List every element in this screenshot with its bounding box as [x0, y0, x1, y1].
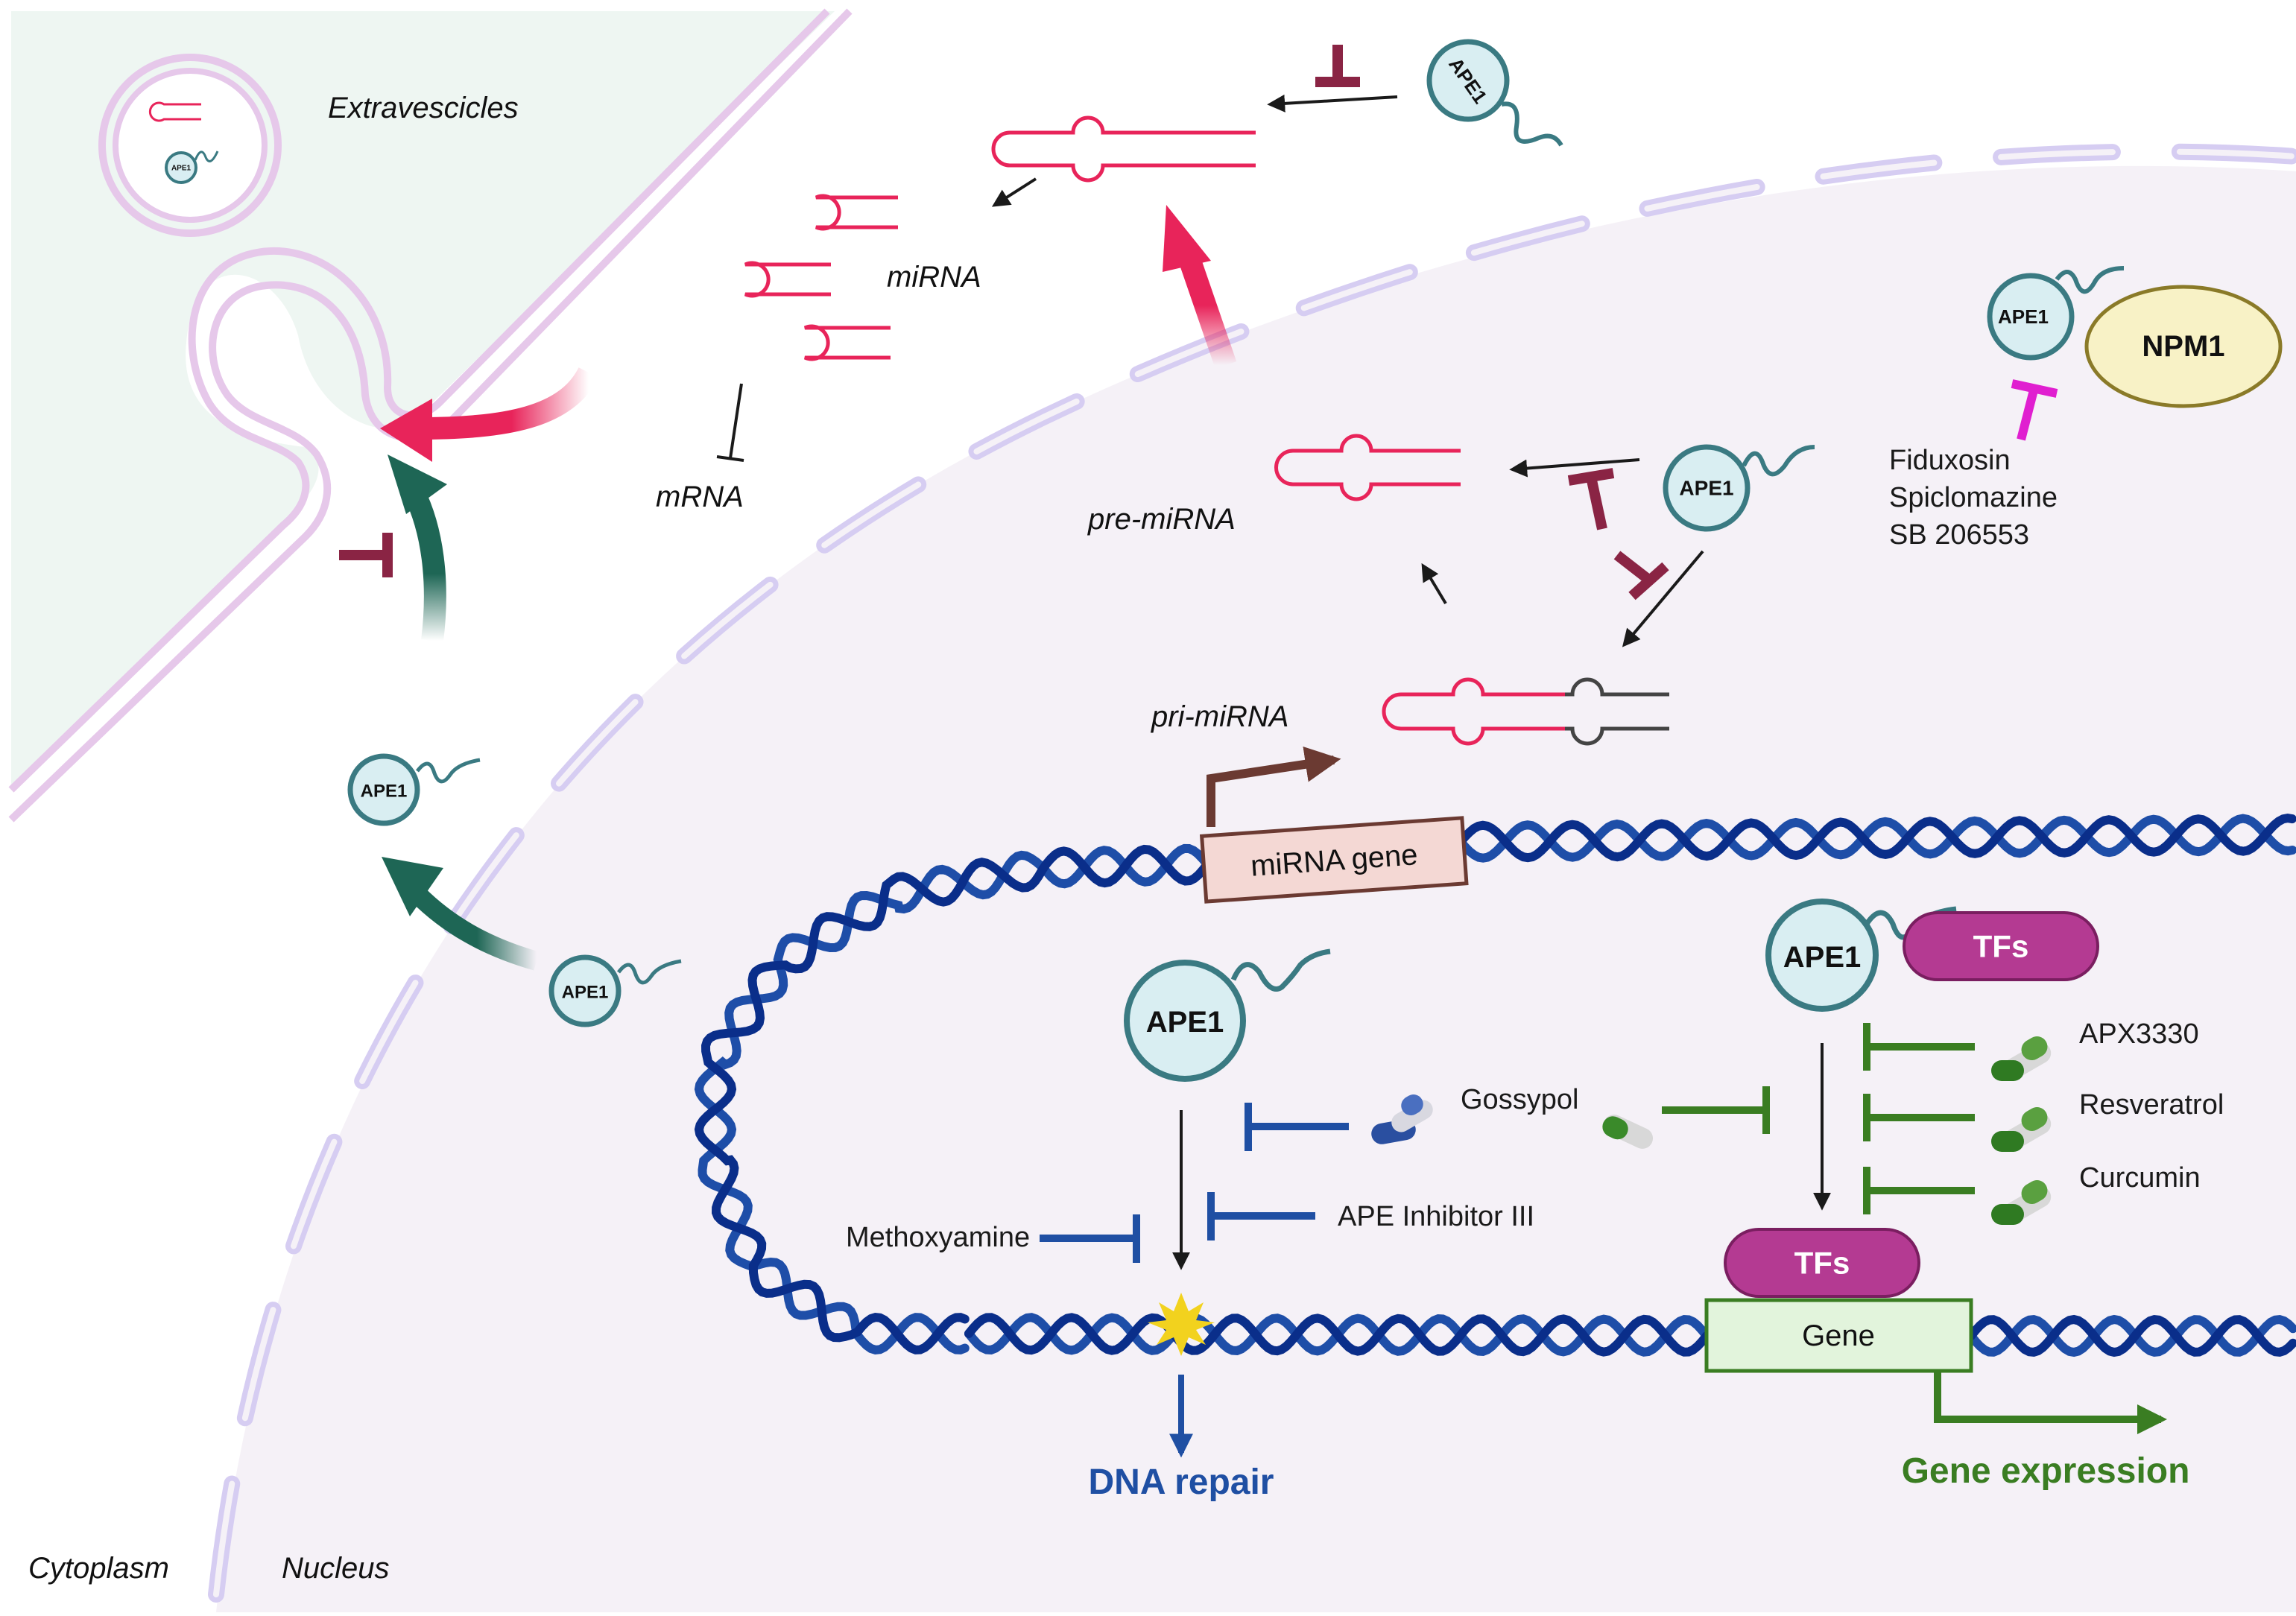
nuclear-ape1-protein-mirna: APE1: [1663, 444, 1815, 532]
inhibitor-fiduxosin: Fiduxosin: [1889, 445, 2011, 476]
dna-double-helix: [694, 814, 2296, 1357]
gossypol-pill-icon: [1371, 1094, 1433, 1144]
methoxyamine-inhibition: [1040, 1214, 1140, 1263]
redox-inhibitor-curcumin: Curcumin: [1863, 1162, 2201, 1225]
drosha-inhibition-icon-1: [1567, 468, 1615, 530]
pill-icon: [1991, 1180, 2052, 1225]
dna-strand-3-a: [1967, 1314, 2296, 1357]
npm1-inhibition-icon: [2011, 379, 2058, 441]
nucleus-label: Nucleus: [282, 1552, 390, 1585]
promoter-arrow: [1206, 747, 1341, 827]
cytoplasm-label: Cytoplasm: [28, 1552, 169, 1585]
svg-text:APE1: APE1: [1146, 1006, 1224, 1039]
mirna-label: miRNA: [887, 261, 981, 294]
vesicle-export-inhibition-icon: [339, 533, 393, 577]
svg-text:APE1: APE1: [1679, 477, 1733, 500]
ape1-to-pri-mirna-arrow: [1622, 550, 1704, 647]
dna-strand-0-a: [1456, 814, 2296, 863]
gossypol-label: Gossypol: [1461, 1084, 1578, 1115]
dna-strand-2-b: [964, 1313, 1711, 1357]
mirna-inhibits-mrna-icon: [716, 383, 744, 462]
nuclear-pre-mirna: [1274, 434, 1461, 501]
vesicle-mirna-icon: [148, 101, 201, 122]
inhibition-bar-icon: [1863, 1167, 1975, 1214]
drosha-inhibition-icon-2: [1613, 551, 1669, 601]
ape1-to-nuclear-pre-mirna-arrow: [1509, 458, 1640, 478]
svg-text:APE1: APE1: [562, 983, 609, 1003]
mirna-export-arrowhead: [380, 399, 432, 462]
svg-text:NPM1: NPM1: [2142, 330, 2224, 363]
dna-strand-1-a: [694, 843, 1212, 1354]
redox-inhibitor-group: APX3330 Resveratrol Curcumin: [1863, 1018, 2224, 1225]
gene-expression-arrow: [1934, 1371, 2167, 1434]
methoxyamine-label: Methoxyamine: [846, 1222, 1030, 1253]
redox-inhibitor-label: APX3330: [2079, 1018, 2199, 1050]
dna-strand-3-b: [1967, 1314, 2296, 1357]
gossypol-inhibition: [1245, 1094, 1433, 1151]
extracellular-vesicle: APE1: [98, 54, 282, 237]
svg-text:APE1: APE1: [1998, 305, 2049, 328]
mirna-gene-box: miRNA gene: [1199, 816, 1469, 904]
dna-repair-ape1-protein: APE1: [1124, 948, 1331, 1082]
redox-ape1-protein: APE1: [1765, 899, 1957, 1012]
svg-text:APE1: APE1: [171, 165, 192, 173]
svg-text:APE1: APE1: [361, 782, 408, 802]
nuclear-export-arrowhead: [1163, 205, 1211, 272]
cell-membrane: [8, 8, 853, 823]
inhibition-bar-icon: [1863, 1094, 1975, 1141]
gossypol-pill-green-icon: [1602, 1115, 1654, 1149]
cytoplasmic-inhibition-icon: [1315, 45, 1360, 87]
svg-text:TFs: TFs: [1794, 1246, 1850, 1281]
exported-ape1-protein: APE1: [347, 753, 481, 826]
pri-mirna: [1382, 677, 1669, 746]
tfs-complex-bound: TFs: [1724, 1228, 1920, 1298]
svg-text:Gene: Gene: [1802, 1319, 1875, 1352]
ape1-to-pre-mirna-arrow: [1267, 94, 1398, 113]
svg-text:TFs: TFs: [1973, 929, 2029, 964]
dicer-arrow: [991, 177, 1037, 207]
cytoplasmic-pre-mirna: [991, 115, 1256, 183]
nuclear-envelope-inner: [213, 148, 2296, 1597]
pri-mirna-label: pri-miRNA: [1151, 700, 1288, 733]
inhibition-bar-icon: [1863, 1023, 1975, 1071]
ape1-nuclear-export-arrowhead: [382, 857, 443, 916]
vesicle-ape1-icon: APE1: [165, 150, 219, 184]
dna-repair-label: DNA repair: [1089, 1463, 1274, 1502]
target-gene-box: Gene: [1704, 1298, 1973, 1373]
dna-strand-1-b: [694, 844, 1212, 1354]
inhibitor-spiclomazine: Spiclomazine: [1889, 482, 2058, 513]
redox-inhibitor-label: Resveratrol: [2079, 1089, 2224, 1121]
svg-text:APE1: APE1: [1783, 941, 1862, 974]
inhibitor-sb206553: SB 206553: [1889, 519, 2029, 551]
cytoplasmic-ape1-protein: APE1: [1426, 39, 1563, 147]
ape1-nuclear-export-arrow: [410, 887, 540, 971]
dna-strand-0-b: [1456, 814, 2296, 863]
pill-icon: [1991, 1107, 2052, 1152]
redox-inhibitor-resveratrol: Resveratrol: [1863, 1089, 2224, 1152]
nuclear-export-arrow: [1174, 242, 1237, 369]
mature-mirna-group: [744, 194, 898, 361]
mirna-export-arrow: [417, 367, 599, 440]
ape1-export-arrow: [403, 487, 446, 642]
npm1-inhibitor-list: Fiduxosin Spiclomazine SB 206553: [1889, 445, 2058, 551]
ape1-export-arrowhead: [388, 454, 447, 514]
extravesicles-label: Extravescicles: [328, 92, 519, 124]
redox-inhibitor-label: Curcumin: [2079, 1162, 2201, 1194]
mrna-label: mRNA: [656, 481, 744, 513]
pri-to-pre-arrow: [1421, 563, 1447, 605]
pre-mirna-label: pre-miRNA: [1087, 503, 1236, 536]
pill-icon: [1991, 1036, 2052, 1081]
ape1-npm1-complex: APE1 NPM1: [1987, 266, 2283, 408]
gene-expression-label: Gene expression: [1902, 1451, 2190, 1491]
nuclear-ape1-protein-exporting: APE1: [548, 954, 682, 1027]
tfs-complex-top: TFs: [1903, 911, 2099, 981]
dna-damage-site-icon: [1148, 1293, 1215, 1356]
ape-inhibitor-iii-inhibition: [1207, 1192, 1315, 1240]
redox-inhibitor-apx3330: APX3330: [1863, 1018, 2199, 1081]
ape-inhibitor-iii-label: APE Inhibitor III: [1338, 1201, 1534, 1232]
gossypol-redox-inhibition: [1662, 1086, 1770, 1134]
